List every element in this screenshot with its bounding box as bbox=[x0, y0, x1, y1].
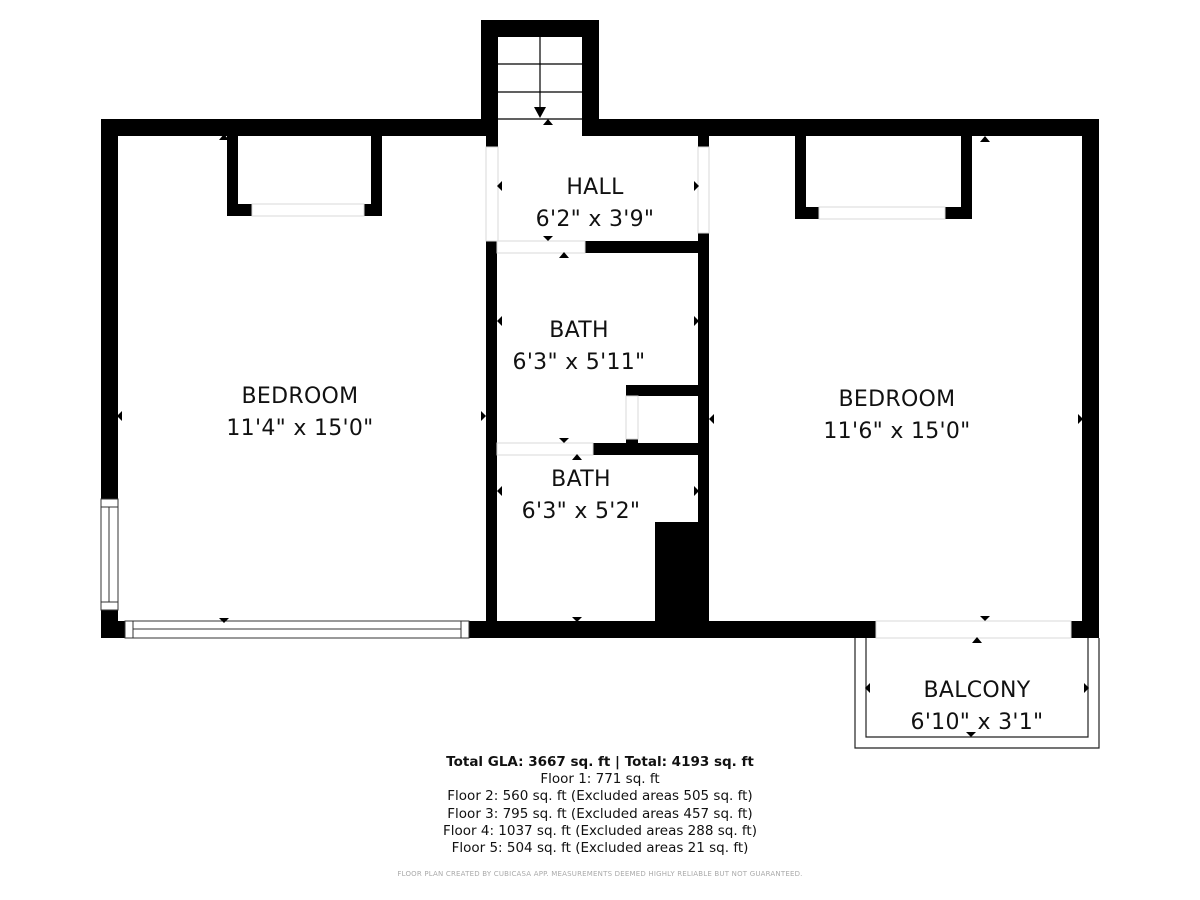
floor-area-2: Floor 2: 560 sq. ft (Excluded areas 505 … bbox=[447, 788, 753, 805]
room-label-bedroom-right: BEDROOM 11'6" x 15'0" bbox=[823, 384, 970, 448]
floor-area-1: Floor 1: 771 sq. ft bbox=[540, 771, 660, 788]
floor-area-3: Floor 3: 795 sq. ft (Excluded areas 457 … bbox=[447, 805, 753, 822]
stairs bbox=[498, 37, 582, 120]
room-name: BATH bbox=[549, 318, 609, 343]
floor-area-4: Floor 4: 1037 sq. ft (Excluded areas 288… bbox=[442, 822, 757, 839]
window-bottom bbox=[124, 620, 470, 639]
room-dimensions: 6'10" x 3'1" bbox=[910, 710, 1044, 735]
room-name: HALL bbox=[566, 175, 624, 200]
total-area: Total GLA: 3667 sq. ft | Total: 4193 sq.… bbox=[446, 754, 754, 770]
room-label-balcony: BALCONY 6'10" x 3'1" bbox=[911, 675, 1044, 739]
room-name: BEDROOM bbox=[838, 387, 956, 412]
windows-and-openings bbox=[251, 146, 1072, 639]
window-left bbox=[100, 498, 119, 611]
room-dimensions: 11'6" x 15'0" bbox=[823, 419, 971, 444]
dimension-markers bbox=[117, 119, 1089, 737]
room-label-bedroom-left: BEDROOM 11'4" x 15'0" bbox=[226, 381, 373, 445]
room-name: BEDROOM bbox=[241, 384, 359, 409]
room-dimensions: 11'4" x 15'0" bbox=[226, 416, 374, 441]
room-dimensions: 6'2" x 3'9" bbox=[535, 207, 655, 232]
stair-arrow-icon bbox=[534, 107, 546, 118]
area-summary: Total GLA: 3667 sq. ft | Total: 4193 sq.… bbox=[0, 754, 1200, 857]
room-label-bath-lower: BATH 6'3" x 5'2" bbox=[522, 464, 641, 528]
room-name: BATH bbox=[551, 467, 611, 492]
room-label-bath-upper: BATH 6'3" x 5'11" bbox=[513, 315, 646, 379]
floor-area-5: Floor 5: 504 sq. ft (Excluded areas 21 s… bbox=[451, 840, 749, 857]
disclaimer-footer: FLOOR PLAN CREATED BY CUBICASA APP. MEAS… bbox=[397, 870, 803, 878]
room-name: BALCONY bbox=[923, 678, 1031, 703]
walls bbox=[101, 20, 1099, 638]
room-dimensions: 6'3" x 5'2" bbox=[521, 499, 641, 524]
room-dimensions: 6'3" x 5'11" bbox=[512, 350, 646, 375]
room-label-hall: HALL 6'2" x 3'9" bbox=[536, 172, 655, 236]
